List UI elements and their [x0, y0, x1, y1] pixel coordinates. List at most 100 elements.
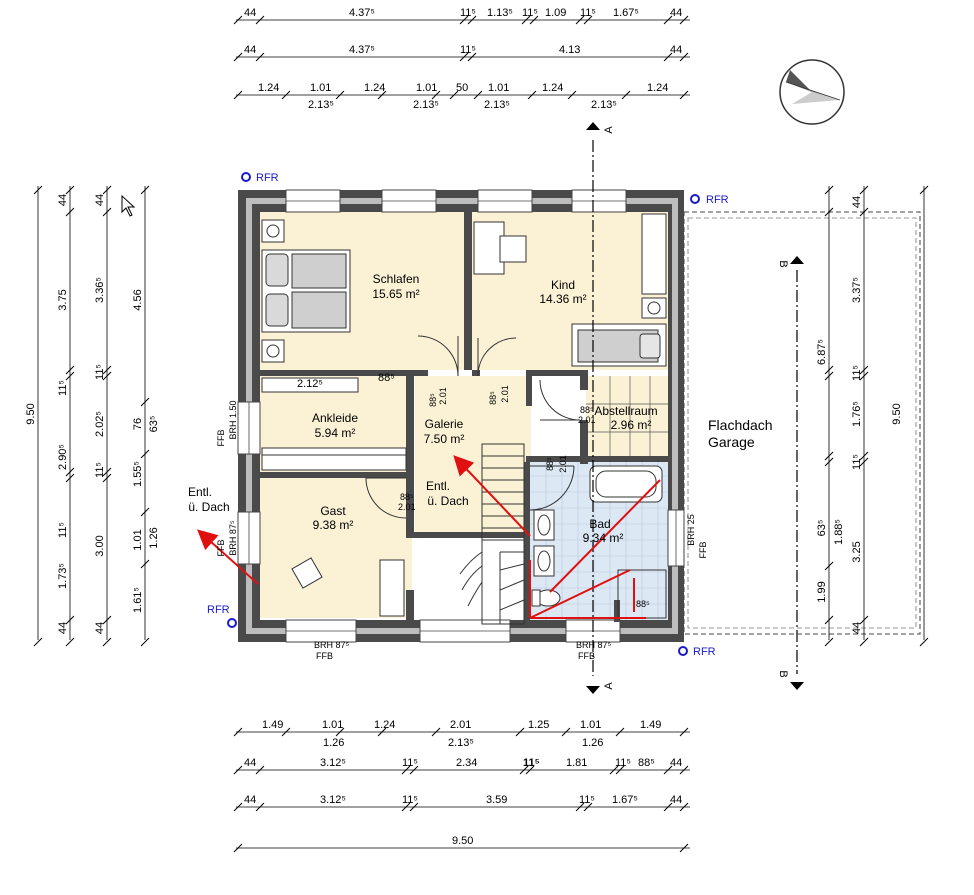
door-height: 2.01 — [558, 455, 568, 473]
dim-label: 1.88⁵ — [833, 519, 845, 545]
dim-label: 1.61⁵ — [132, 587, 144, 613]
dimension-tick — [140, 397, 150, 407]
dimension-tick — [679, 843, 689, 853]
dim-label: 6.87⁵ — [816, 339, 828, 365]
dim-label: 4.37⁵ — [349, 7, 375, 19]
dimension-tick — [65, 467, 75, 477]
dim-label: 11⁵ — [94, 364, 106, 380]
ffb-label: FFB — [216, 430, 226, 447]
dim-label: 2.34 — [456, 757, 477, 769]
dimension-tick — [431, 90, 441, 100]
dimension-tick — [449, 90, 459, 100]
ffb-label: FFB — [698, 542, 708, 559]
dimension-tick — [519, 765, 529, 775]
dim-label: 11⁵ — [522, 7, 538, 19]
dimension-tick — [335, 90, 345, 100]
door-swings — [365, 335, 581, 519]
dim-label: 3.59 — [486, 794, 507, 806]
ankleide-wardrobe — [261, 377, 359, 393]
dimension-tick — [859, 185, 869, 195]
dims-right: 44 3.37⁵ 11⁵ 1.76⁵ 11⁵ 1.88⁵ 1.99 44 6.8… — [816, 196, 903, 634]
dim-label: 9.50 — [891, 403, 903, 424]
dimension-tick — [679, 90, 689, 100]
dimension-tick — [473, 90, 483, 100]
dimension-tick — [527, 90, 537, 100]
dimension-tick — [567, 90, 577, 100]
dimension-tick — [561, 727, 571, 737]
ankleide-wardrobe-2 — [261, 447, 407, 471]
dimension-tick — [663, 15, 673, 25]
dim-label: 3.75 — [57, 289, 69, 310]
dimension-tick — [621, 90, 631, 100]
dim-label: 2.01 — [450, 719, 471, 731]
dim-label: 44 — [94, 194, 106, 206]
rfr-label: RFR — [207, 604, 230, 616]
dimension-tick — [281, 727, 291, 737]
dim-label: 1.26 — [323, 737, 344, 749]
dim-label: 11⁵ — [402, 757, 418, 769]
rfr-label: RFR — [693, 646, 716, 658]
dimension-tick — [335, 727, 345, 737]
dimension-tick — [65, 615, 75, 625]
dims-bottom: 1.49 1.01 1.24 2.01 1.25 1.01 1.49 1.26 … — [244, 719, 682, 847]
dimension-tick — [521, 15, 531, 25]
mouse-cursor-icon — [121, 194, 136, 217]
dimension-tick — [255, 52, 265, 62]
door-height: 2.01 — [578, 415, 596, 425]
dim-label: 1.09 — [545, 7, 566, 19]
dim-label: 1.24 — [542, 82, 563, 94]
dim-label: 1.24 — [374, 719, 395, 731]
dimension-tick — [824, 637, 834, 647]
brh-label: BRH 87⁵ — [314, 640, 350, 650]
dim-label: 44 — [94, 622, 106, 634]
dim-label: 1.55⁵ — [132, 461, 144, 487]
guest-chair — [291, 557, 323, 589]
door-width: 88⁵ — [400, 492, 414, 502]
dimension-tick — [140, 185, 150, 195]
dimension-tick — [377, 90, 387, 100]
dimension-tick — [255, 15, 265, 25]
door-height: 2.01 — [438, 387, 448, 405]
dim-label: 1.01 — [322, 719, 343, 731]
dimension-tick — [233, 765, 243, 775]
room-name-schlafen: Schlafen — [373, 272, 420, 286]
dimension-tick — [401, 765, 411, 775]
dimension-tick — [102, 467, 112, 477]
dim-label: 2.90⁵ — [57, 444, 69, 470]
wardrobe — [641, 213, 667, 295]
dimension-tick — [615, 765, 625, 775]
dimension-tick — [663, 52, 673, 62]
section-markers — [586, 122, 804, 694]
window-glass-lines — [248, 200, 677, 632]
dimension-tick — [609, 765, 619, 775]
dimension-tick — [233, 15, 243, 25]
dim-label: 3.36⁵ — [94, 277, 106, 303]
dimension-tick — [102, 185, 112, 195]
dim-label: 3.25 — [851, 541, 863, 562]
dimension-tick — [919, 637, 929, 647]
dim-label: 2.13⁵ — [484, 99, 510, 111]
rfr-labels: RFR RFR RFR RFR — [207, 172, 729, 658]
dim-label: 11⁵ — [523, 757, 540, 769]
dimension-tick — [431, 727, 441, 737]
dimension-tick — [102, 637, 112, 647]
brh-label: BRH 1.50 — [228, 400, 238, 439]
dimension-tick — [140, 559, 150, 569]
brh-label: BRH 87⁵ — [576, 640, 612, 650]
dimension-tick — [281, 90, 291, 100]
dim-label: 44 — [57, 194, 69, 206]
dim-label: 9.50 — [25, 403, 37, 424]
dim-label: 1.24 — [364, 82, 385, 94]
dimension-tick — [859, 451, 869, 461]
dimension-tick — [102, 207, 112, 217]
dimension-tick — [824, 451, 834, 461]
dim-label: 44 — [670, 7, 682, 19]
dimension-tick — [824, 207, 834, 217]
brh-label: BRH 87⁵ — [228, 520, 238, 556]
dimension-tick — [824, 185, 834, 195]
dimension-tick — [65, 207, 75, 217]
furniture — [261, 213, 667, 619]
dimension-tick — [140, 449, 150, 459]
dimension-tick — [65, 365, 75, 375]
north-arrow-icon — [779, 59, 845, 125]
